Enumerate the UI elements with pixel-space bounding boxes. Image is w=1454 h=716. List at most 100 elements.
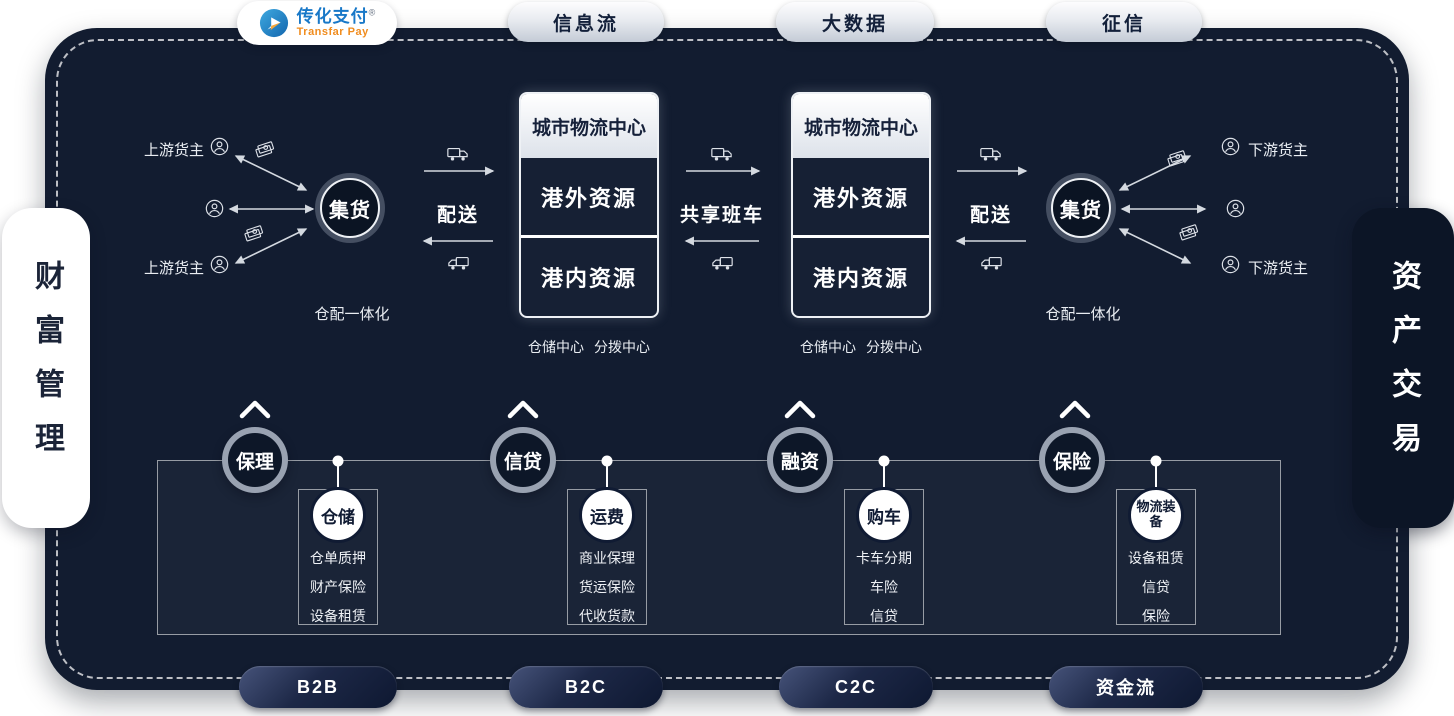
truck-purchase-node-label: 购车	[867, 507, 901, 527]
truck-icon	[447, 256, 469, 271]
city-logistics-title: 城市物流中心	[521, 94, 657, 158]
outside-port-resources: 港外资源	[540, 185, 637, 211]
tab-b2c-label: B2C	[564, 676, 607, 697]
tab-c2c[interactable]: C2C	[779, 666, 933, 708]
person-icon	[1221, 255, 1240, 274]
downstream-owner-label-top: 下游货主	[1248, 142, 1309, 159]
collect-goods-circle-right: 集货	[1051, 178, 1111, 238]
person-icon	[210, 255, 229, 274]
factoring-bubble: 保理	[228, 433, 282, 487]
finance-item: 设备租赁	[310, 608, 366, 624]
distribution-center-label: 分拨中心	[866, 339, 922, 355]
box-divider	[521, 235, 657, 238]
inside-port-resources: 港内资源	[540, 265, 637, 291]
logistics-equipment-node: 物流装备	[1128, 487, 1184, 543]
upstream-owner-label-bottom: 上游货主	[144, 260, 205, 277]
warehouse-distribution-label-left: 仓配一体化	[314, 306, 390, 323]
inside-port-resources: 港内资源	[812, 265, 909, 291]
factoring-label: 保理	[235, 451, 274, 473]
finance-item: 保险	[1142, 608, 1170, 624]
outside-port-resources: 港外资源	[812, 185, 909, 211]
shared-shuttle-label: 共享班车	[680, 205, 765, 226]
tab-info-flow-label: 信息流	[552, 13, 619, 35]
tab-info-flow[interactable]: 信息流	[508, 2, 664, 42]
collect-goods-circle-left: 集货	[320, 178, 380, 238]
tab-b2b-label: B2B	[296, 676, 339, 697]
insurance-label: 保险	[1052, 451, 1091, 473]
asset-trading-panel[interactable]: 资产交易	[1352, 208, 1454, 528]
warehouse-node-label: 仓储	[321, 507, 355, 527]
tab-credit-label: 征信	[1101, 13, 1146, 35]
person-icon	[205, 199, 224, 218]
warehouse-center-label: 仓储中心	[800, 339, 856, 355]
distribution-center-label: 分拨中心	[594, 339, 650, 355]
warehouse-distribution-label-right: 仓配一体化	[1045, 306, 1121, 323]
freight-node-label: 运费	[590, 507, 624, 527]
delivery-label-right: 配送	[969, 205, 1012, 226]
truck-icon	[980, 147, 1002, 162]
finance-item: 货运保险	[579, 579, 635, 595]
financing-bubble: 融资	[773, 433, 827, 487]
truck-purchase-node: 购车	[856, 487, 912, 543]
tab-b2b[interactable]: B2B	[239, 666, 397, 708]
brand-name-cn: 传化支付	[296, 6, 369, 26]
shared-shuttle-arrows	[684, 166, 761, 246]
money-icon	[254, 141, 276, 158]
box-footer-left: 仓储中心 分拨中心	[509, 337, 669, 357]
finance-item: 卡车分期	[856, 550, 912, 566]
tab-credit[interactable]: 征信	[1046, 2, 1202, 42]
finance-item: 财产保险	[310, 579, 366, 595]
downstream-arrows	[1118, 155, 1207, 264]
finance-item: 设备租赁	[1128, 550, 1184, 566]
finance-item: 仓单质押	[310, 550, 366, 566]
truck-icon	[447, 147, 469, 162]
tab-b2c[interactable]: B2C	[509, 666, 663, 708]
freight-finance-itembox: 商业保理 货运保险 代收货款	[567, 489, 647, 625]
downstream-owner-label-bottom: 下游货主	[1248, 260, 1309, 277]
wealth-management-panel[interactable]: 财富管理	[2, 208, 90, 528]
wealth-management-label: 财富管理	[30, 260, 63, 476]
brand-text: 传化支付® Transfar Pay	[296, 6, 376, 38]
brand-reg-mark: ®	[368, 7, 376, 18]
insurance-bubble: 保险	[1045, 433, 1099, 487]
finance-item: 信贷	[1142, 579, 1170, 595]
delivery-label-left: 配送	[436, 205, 479, 226]
person-icon	[1221, 137, 1240, 156]
collect-goods-label-right: 集货	[1060, 199, 1102, 222]
truck-icon	[711, 256, 733, 271]
truck-icon	[711, 147, 733, 162]
tab-capital-flow[interactable]: 资金流	[1049, 666, 1203, 708]
transfar-pay-logo-icon	[259, 8, 289, 38]
tab-big-data[interactable]: 大数据	[776, 2, 934, 42]
delivery-left-arrows	[422, 166, 495, 246]
logistics-equipment-node-label: 物流装备	[1136, 499, 1176, 529]
finance-item: 信贷	[870, 608, 898, 624]
money-icon	[1166, 150, 1188, 167]
collect-goods-label-left: 集货	[329, 199, 371, 222]
main-panel	[45, 28, 1409, 690]
delivery-right-arrows	[955, 166, 1028, 246]
finance-item: 代收货款	[579, 608, 635, 624]
person-icon	[210, 137, 229, 156]
asset-trading-label: 资产交易	[1387, 260, 1420, 476]
finance-services-frame	[157, 460, 1281, 635]
box-footer-right: 仓储中心 分拨中心	[781, 337, 941, 357]
warehouse-finance-itembox: 仓单质押 财产保险 设备租赁	[298, 489, 378, 625]
tab-capital-flow-label: 资金流	[1096, 678, 1156, 698]
tab-c2c-label: C2C	[834, 676, 877, 697]
credit-label: 信贷	[503, 451, 542, 473]
truck-icon	[980, 256, 1002, 271]
box-divider	[793, 235, 929, 238]
money-icon	[243, 225, 265, 242]
credit-bubble: 信贷	[496, 433, 550, 487]
transfar-pay-logo-tab[interactable]: 传化支付® Transfar Pay	[237, 1, 397, 45]
tab-big-data-label: 大数据	[821, 13, 888, 35]
finance-item: 商业保理	[579, 550, 635, 566]
warehouse-center-label: 仓储中心	[528, 339, 584, 355]
brand-name-en: Transfar Pay	[296, 25, 369, 38]
city-logistics-center-box-left: 城市物流中心 港外资源 港内资源	[519, 92, 659, 318]
upstream-arrows	[228, 155, 315, 264]
upstream-owner-label-top: 上游货主	[144, 142, 205, 159]
warehouse-node: 仓储	[310, 487, 366, 543]
